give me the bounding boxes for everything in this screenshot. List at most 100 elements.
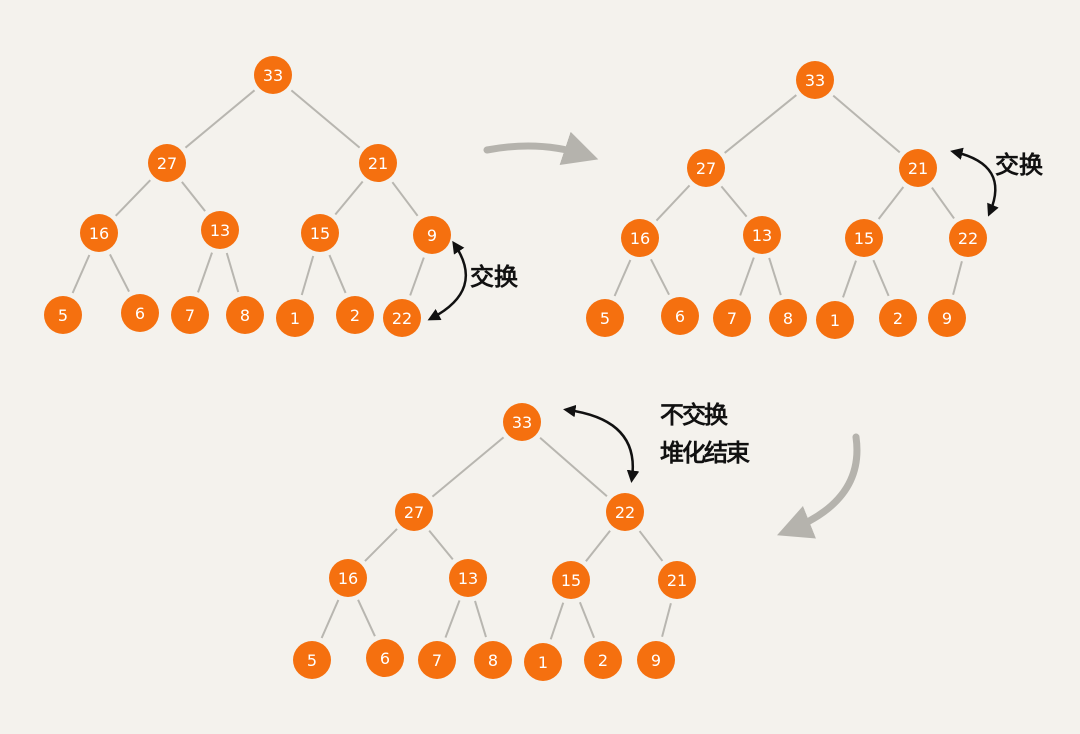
heap-node: [226, 296, 264, 334]
heap-node: [899, 149, 937, 187]
heap-node: [584, 641, 622, 679]
heap-node: [845, 219, 883, 257]
tree-edge: [952, 260, 963, 296]
heap-node: [301, 214, 339, 252]
heap-node-value: 13: [752, 226, 772, 245]
heap-node-value: 22: [615, 503, 635, 522]
heap-node: [621, 219, 659, 257]
heap-node: [418, 641, 456, 679]
heap-node-value: 27: [157, 154, 177, 173]
heap-node-value: 5: [600, 309, 610, 328]
heap-node-value: 21: [667, 571, 687, 590]
tree-edge: [655, 184, 691, 222]
heap-node-value: 15: [854, 229, 874, 248]
tree-edge: [431, 436, 505, 498]
tree-edge: [109, 253, 130, 293]
tree-edge: [320, 599, 340, 639]
heap-node: [359, 144, 397, 182]
tree-edge: [872, 259, 890, 297]
heap-node-value: 13: [458, 569, 478, 588]
tree-edge: [842, 260, 857, 298]
heap-node-value: 8: [240, 306, 250, 325]
heap-node: [383, 299, 421, 337]
heapify-done-label: 堆化结束: [660, 439, 750, 467]
flow-arrow-right: [483, 131, 599, 165]
tree-edge: [585, 530, 611, 562]
tree-edge: [357, 599, 376, 637]
tree-edge: [638, 530, 664, 562]
heap-node-value: 33: [263, 66, 283, 85]
heap-node: [928, 299, 966, 337]
tree-edge: [428, 529, 454, 561]
heap-node: [552, 561, 590, 599]
heap-node-value: 21: [908, 159, 928, 178]
heap-node: [503, 403, 541, 441]
heap-node: [201, 211, 239, 249]
heap-node-value: 9: [427, 226, 437, 245]
heap-node-value: 8: [783, 309, 793, 328]
tree-edge: [549, 602, 565, 640]
heap-node: [713, 299, 751, 337]
tree-edge: [768, 257, 782, 296]
heap-node-value: 6: [675, 307, 685, 326]
heap-node-value: 1: [290, 309, 300, 328]
heap-node: [658, 561, 696, 599]
heap-node: [395, 493, 433, 531]
heap-node: [949, 219, 987, 257]
tree-edge: [71, 254, 91, 294]
tree-edge: [328, 254, 347, 294]
heap-node-value: 13: [210, 221, 230, 240]
heap-node: [80, 214, 118, 252]
tree-edge: [650, 258, 670, 296]
heap-node: [474, 641, 512, 679]
heap-node: [254, 56, 292, 94]
tree-edge: [720, 185, 748, 218]
heap-node-value: 7: [727, 309, 737, 328]
tree-edge: [613, 259, 632, 297]
tree-edge: [474, 600, 487, 638]
heap-node-value: 27: [696, 159, 716, 178]
heap-node: [336, 296, 374, 334]
tree-edge: [391, 181, 419, 217]
tree-edge: [184, 89, 256, 149]
heap-node: [879, 299, 917, 337]
swap-label-1: 交换: [470, 263, 518, 291]
heap-node: [524, 643, 562, 681]
heap-node: [661, 297, 699, 335]
heap-node: [293, 641, 331, 679]
tree-edge: [661, 602, 672, 638]
heap-node-value: 16: [338, 569, 358, 588]
heap-node-value: 5: [307, 651, 317, 670]
heap-node-value: 8: [488, 651, 498, 670]
heap-node: [329, 559, 367, 597]
heap-node-value: 9: [651, 651, 661, 670]
tree-edge: [724, 94, 797, 154]
heap-node: [171, 296, 209, 334]
heap-node-value: 2: [893, 309, 903, 328]
heap-node: [586, 299, 624, 337]
heap-node: [796, 61, 834, 99]
tree-edge: [444, 600, 461, 638]
heap-node: [637, 641, 675, 679]
heap-node-value: 5: [58, 306, 68, 325]
tree-edge: [578, 601, 596, 639]
heap-node-value: 1: [538, 653, 548, 672]
tree-edge: [197, 252, 213, 293]
heap-node-value: 7: [185, 306, 195, 325]
heap-node-value: 27: [404, 503, 424, 522]
tree-edge: [877, 186, 905, 220]
tree-edge: [931, 186, 955, 220]
heap-node: [276, 299, 314, 337]
tree-edge: [364, 528, 398, 562]
heap-node-value: 6: [380, 649, 390, 668]
heap-node-value: 2: [598, 651, 608, 670]
heap-node-value: 9: [942, 309, 952, 328]
tree-edge: [832, 94, 901, 154]
flow-arrow-down-left: [777, 433, 861, 539]
heap-node-value: 2: [350, 306, 360, 325]
heap-node-value: 1: [830, 311, 840, 330]
heap-node: [687, 149, 725, 187]
heap-node-value: 22: [958, 229, 978, 248]
heap-node-value: 15: [561, 571, 581, 590]
